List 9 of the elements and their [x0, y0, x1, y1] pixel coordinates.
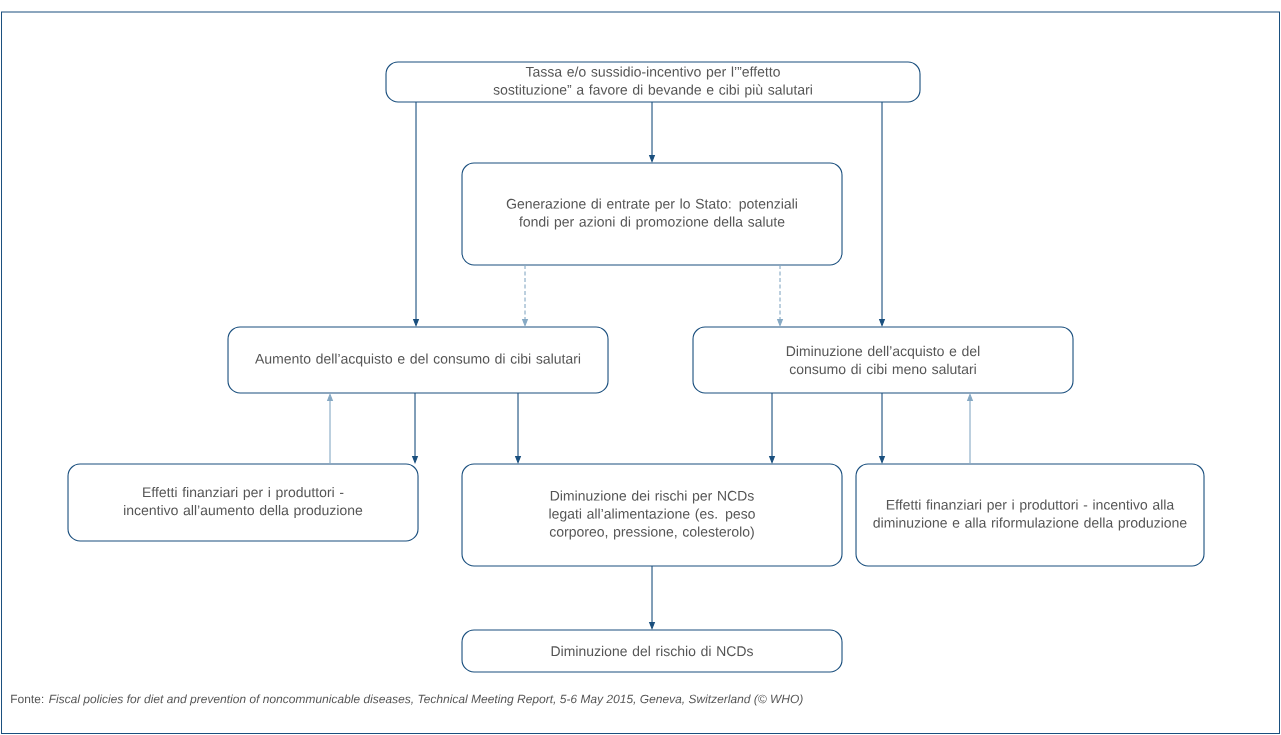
process-box: Generazione di entrate per lo Stato: potenziali fondi per azioni di promozione della salute: [461, 162, 843, 266]
process-box: Effetti finanziari per i produttori - incentivo all’aumento della produzione: [67, 463, 419, 542]
process-box: Diminuzione dei rischi per NCDs legati all’alimentazione (es. peso corporeo, pressione, colesterolo): [461, 463, 843, 567]
process-box: Diminuzione del rischio di NCDs: [461, 629, 843, 673]
process-box: Aumento dell’acquisto e del consumo di cibi salutari: [227, 326, 609, 394]
process-box: Effetti finanziari per i produttori - incentivo alla diminuzione e alla riformulazione della produzione: [855, 463, 1205, 567]
process-box: Tassa e/o sussidio-incentivo per l’”effetto sostituzione” a favore di bevande e cibi più salutari: [385, 61, 921, 103]
source-note: Fonte: Fiscal policies for diet and prevention of noncommunicable diseases, Technical Meeting Report, 5-6 May 2015, Geneva, Switzerland (© WHO): [11, 694, 803, 706]
process-box: Diminuzione dell’acquisto e del consumo di cibi meno salutari: [692, 326, 1074, 394]
